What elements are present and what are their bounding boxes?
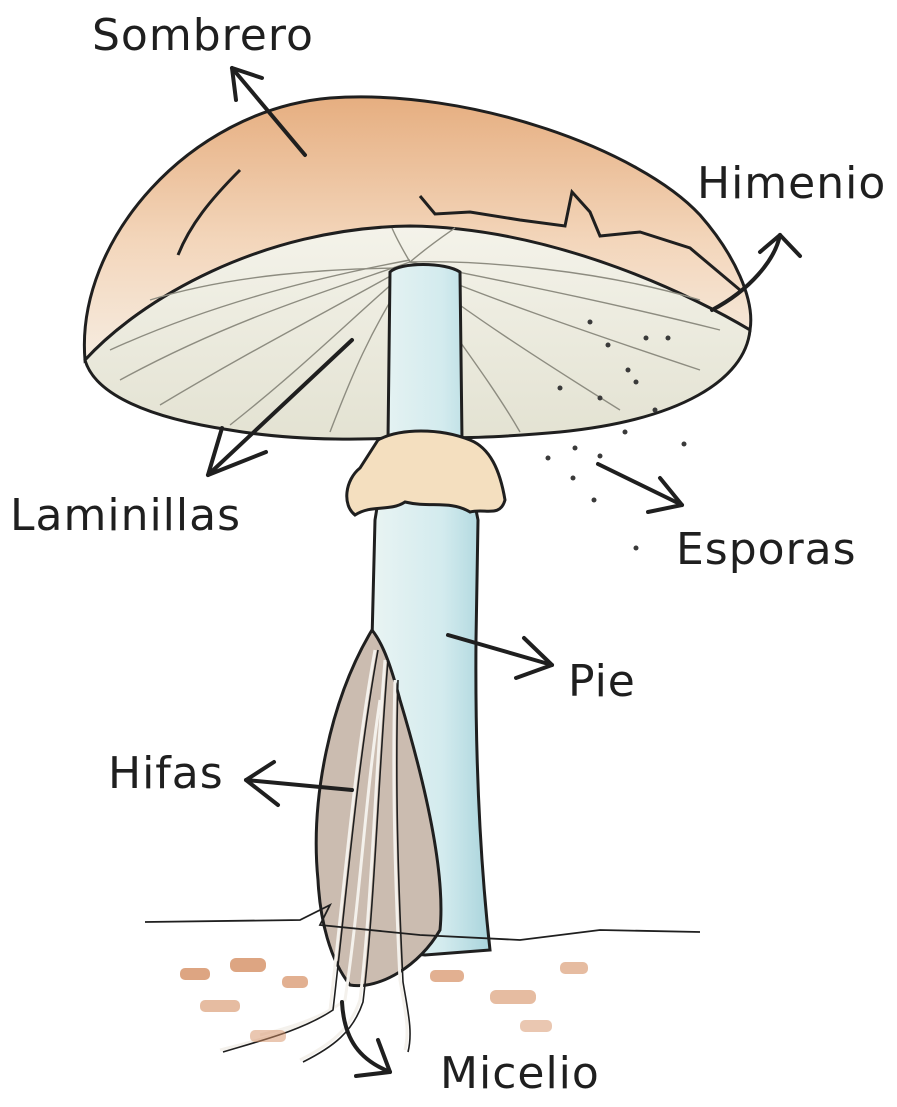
- label-sombrero: Sombrero: [92, 14, 314, 58]
- label-micelio: Micelio: [440, 1052, 600, 1096]
- label-himenio: Himenio: [697, 162, 886, 206]
- arrow-esporas: [598, 464, 682, 512]
- label-hifas: Hifas: [108, 752, 224, 796]
- label-laminillas: Laminillas: [10, 494, 241, 538]
- ring: [347, 431, 505, 515]
- arrow-micelio: [342, 1002, 390, 1076]
- label-pie: Pie: [568, 660, 636, 704]
- label-esporas: Esporas: [676, 528, 857, 572]
